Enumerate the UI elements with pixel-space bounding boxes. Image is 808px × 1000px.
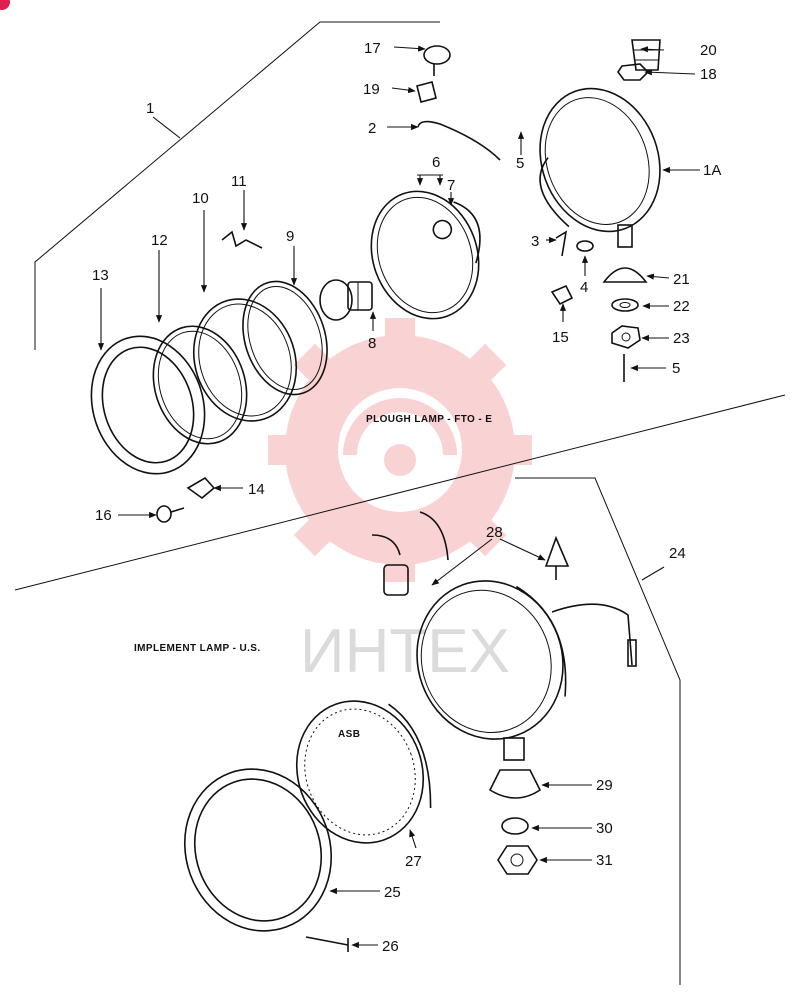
callout-19: 19: [363, 81, 380, 98]
part-28-connector: [371, 511, 449, 596]
callout-9: 9: [286, 228, 294, 245]
section-divider: [14, 394, 786, 591]
part-11-spring-clip: [221, 230, 263, 249]
callout-26: 26: [382, 938, 399, 955]
watermark-gear-logo: [268, 318, 532, 582]
callout-7: 7: [447, 177, 455, 194]
callout-10: 10: [192, 190, 209, 207]
part-31-nut: [497, 845, 538, 875]
part-30-ring: [501, 817, 529, 835]
callout-4: 4: [580, 279, 588, 296]
part-17-cap: [423, 45, 451, 76]
callout-17: 17: [364, 40, 381, 57]
caption-plough-lamp: PLOUGH LAMP - FTO - E: [366, 414, 492, 425]
callout-25: 25: [384, 884, 401, 901]
callout-6: 6: [432, 154, 440, 171]
part-12-gasket: [152, 325, 248, 445]
part-24-lamp-body: [416, 580, 567, 740]
callout-22: 22: [673, 298, 690, 315]
part-22-washer: [611, 298, 639, 312]
part-19-switch: [416, 81, 437, 103]
part-6-housing-body: [370, 190, 481, 320]
part-16-screw: [156, 505, 185, 523]
part-10-lens: [192, 298, 298, 422]
watermark-text: ИНТЕХ: [300, 617, 510, 686]
callout-1: 1: [146, 100, 154, 117]
callout-16: 16: [95, 507, 112, 524]
callout-15: 15: [552, 329, 569, 346]
callout-3: 3: [531, 233, 539, 250]
part-3-clip: [555, 230, 568, 257]
part-28-switch: [544, 535, 570, 580]
part-25-rim: [183, 768, 333, 932]
part-21-dome: [602, 267, 648, 283]
callout-30: 30: [596, 820, 613, 837]
part-2-wire: [417, 120, 501, 161]
part-14-clip: [186, 476, 216, 500]
callout-18: 18: [700, 66, 717, 83]
leader-lines: [97, 45, 700, 949]
part-15-bracket: [550, 284, 574, 306]
part-27-lens: [295, 700, 432, 844]
callout-28: 28: [486, 524, 503, 541]
callout-29: 29: [596, 777, 613, 794]
part-24-wire: [551, 603, 637, 667]
callout-2: 2: [368, 120, 376, 137]
lens-mark: ASB: [338, 729, 360, 740]
callout-5-upper: 5: [516, 155, 524, 172]
callout-21: 21: [673, 271, 690, 288]
callout-12: 12: [151, 232, 168, 249]
part-23-nut: [611, 325, 641, 349]
callout-8: 8: [368, 335, 376, 352]
brand-badge: [0, 0, 10, 10]
part-4-washer: [576, 240, 594, 252]
callout-14: 14: [248, 481, 265, 498]
part-9-reflector-ring: [242, 280, 328, 396]
callout-23: 23: [673, 330, 690, 347]
part-24-stud: [503, 737, 525, 761]
part-18-nut: [617, 63, 650, 81]
callout-24: 24: [669, 545, 686, 562]
callout-1a: 1A: [703, 162, 721, 179]
callout-27: 27: [405, 853, 422, 870]
caption-implement-lamp: IMPLEMENT LAMP - U.S.: [134, 643, 261, 654]
callout-11: 11: [231, 173, 247, 190]
part-26-screw: [305, 936, 349, 952]
callout-20: 20: [700, 42, 717, 59]
part-1a-stud: [617, 224, 633, 248]
callout-31: 31: [596, 852, 613, 869]
part-8-bulb: [319, 279, 373, 321]
part-20-boot: [631, 39, 661, 71]
part-29-dome: [488, 769, 542, 799]
part-13-outer-rim: [90, 335, 206, 475]
group-bracket-implement: [515, 477, 681, 985]
callout-13: 13: [92, 267, 109, 284]
callout-5-lower: 5: [672, 360, 680, 377]
part-1a-lamp-shell: [539, 87, 661, 233]
group-bracket-plough: [34, 21, 440, 350]
